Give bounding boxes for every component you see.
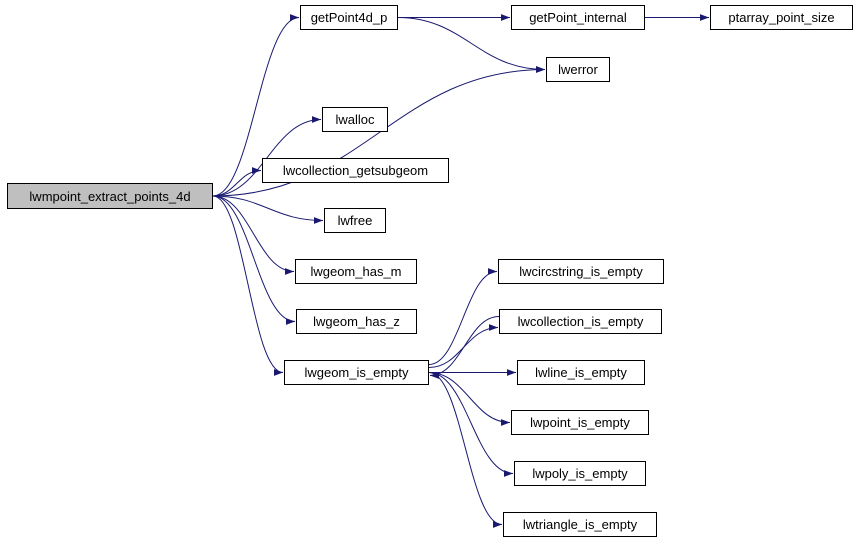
node-lwmpoint_extract_points_4d[interactable]: lwmpoint_extract_points_4d	[7, 183, 213, 209]
edge-lwmpoint_extract_points_4d-to-lwgeom_is_empty	[212, 195, 284, 376]
edge-lwmpoint_extract_points_4d-to-getPoint4d_p	[212, 14, 300, 197]
node-lwcircstring_is_empty[interactable]: lwcircstring_is_empty	[498, 259, 664, 284]
node-lwgeom_has_z[interactable]: lwgeom_has_z	[296, 309, 417, 334]
node-lwpoly_is_empty[interactable]: lwpoly_is_empty	[514, 461, 646, 486]
node-lwtriangle_is_empty[interactable]: lwtriangle_is_empty	[503, 512, 657, 537]
edge-lwcollection_is_empty-to-lwgeom_is_empty	[429, 316, 500, 379]
edge-lwgeom_is_empty-to-lwpoint_is_empty	[428, 372, 511, 426]
node-lwerror[interactable]: lwerror	[546, 57, 610, 82]
edge-getPoint4d_p-to-lwerror	[397, 17, 546, 73]
node-lwalloc[interactable]: lwalloc	[322, 107, 388, 132]
edge-lwgeom_is_empty-to-lwpoly_is_empty	[428, 372, 514, 477]
edge-lwmpoint_extract_points_4d-to-lwgeom_has_z	[212, 195, 296, 325]
edge-lwmpoint_extract_points_4d-to-lwgeom_has_m	[212, 195, 295, 275]
node-lwline_is_empty[interactable]: lwline_is_empty	[517, 360, 645, 385]
node-getPoint_internal[interactable]: getPoint_internal	[511, 5, 645, 30]
node-lwfree[interactable]: lwfree	[324, 208, 386, 233]
edge-lwmpoint_extract_points_4d-to-lwalloc	[212, 116, 322, 197]
edge-lwmpoint_extract_points_4d-to-lwerror	[212, 66, 546, 197]
node-ptarray_point_size[interactable]: ptarray_point_size	[710, 5, 853, 30]
node-lwgeom_is_empty[interactable]: lwgeom_is_empty	[284, 360, 429, 385]
node-lwgeom_has_m[interactable]: lwgeom_has_m	[295, 259, 417, 284]
node-lwcollection_getsubgeom[interactable]: lwcollection_getsubgeom	[262, 158, 449, 183]
node-lwcollection_is_empty[interactable]: lwcollection_is_empty	[499, 309, 662, 334]
edge-lwmpoint_extract_points_4d-to-lwcollection_getsubgeom	[212, 167, 262, 197]
node-lwpoint_is_empty[interactable]: lwpoint_is_empty	[511, 410, 649, 435]
edge-lwmpoint_extract_points_4d-to-lwfree	[212, 195, 324, 224]
edge-lwgeom_is_empty-to-lwcircstring_is_empty	[428, 268, 498, 365]
node-getPoint4d_p[interactable]: getPoint4d_p	[300, 5, 398, 30]
edge-lwgeom_is_empty-to-lwtriangle_is_empty	[428, 372, 503, 528]
